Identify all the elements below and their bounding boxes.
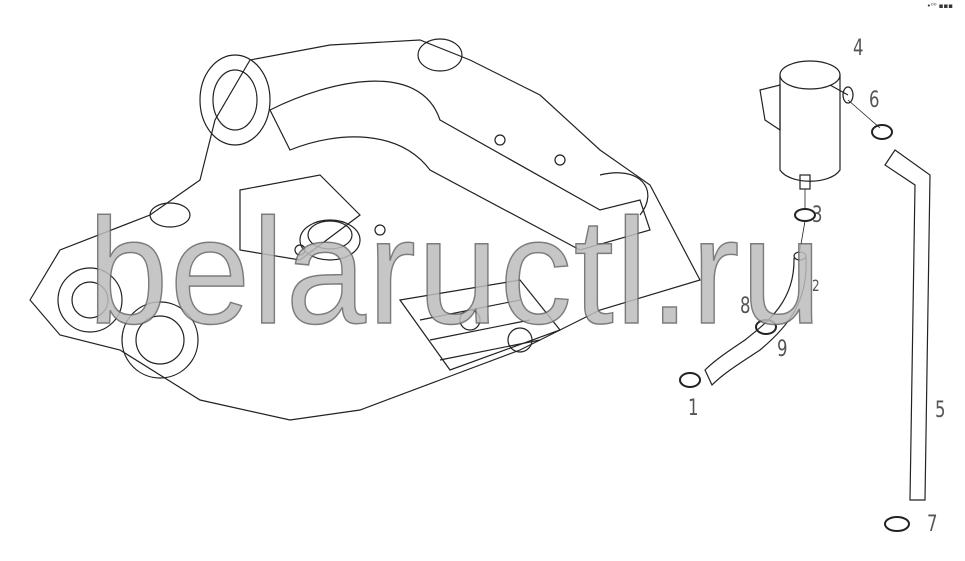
intake-pipe [269,80,651,251]
breather-body [779,75,841,182]
part-label-9: 9 [777,337,788,362]
part-label-8: 8 [740,294,751,319]
part-label-4: 4 [853,36,864,61]
engine-outline [29,39,701,421]
part-label-5: 5 [935,398,946,423]
corner-mark: •⁰⁰ ▪▪▪ [926,2,953,10]
watermark: belaructl.ru [87,187,824,355]
part-label-6: 6 [869,88,880,113]
part-label-1: 1 [688,396,699,421]
part-label-7: 7 [927,512,938,537]
part-label-3: 3 [812,203,823,228]
hose-2 [704,257,807,387]
part-label-2: 2 [812,276,820,295]
hose-5 [884,149,931,501]
